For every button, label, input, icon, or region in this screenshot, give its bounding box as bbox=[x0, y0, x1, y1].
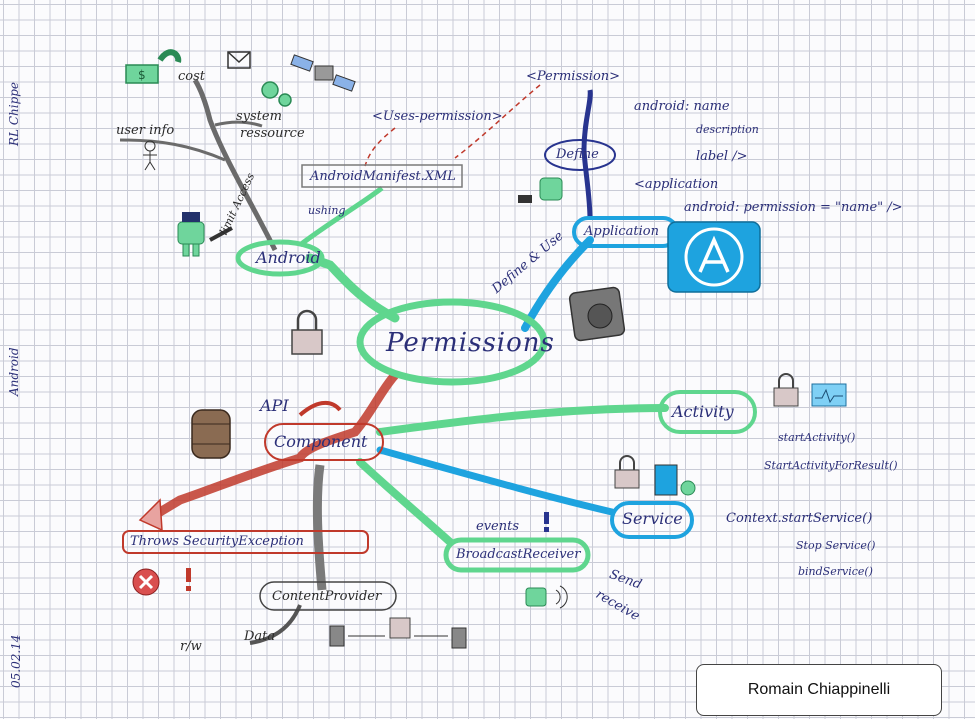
manifest-bubble bbox=[301, 164, 463, 188]
attr-description: description bbox=[696, 123, 759, 136]
green-branch-activity bbox=[376, 404, 669, 436]
start-service-label: Context.startService() bbox=[726, 511, 873, 526]
broadcast-bubble bbox=[443, 537, 591, 573]
attr-application: <application bbox=[634, 177, 719, 192]
green-branch-manifest bbox=[298, 186, 384, 247]
service-label: Service bbox=[622, 509, 683, 528]
margin-top-note: RL Chippe bbox=[7, 81, 21, 146]
api-label: API bbox=[260, 396, 289, 415]
gray-branch-content bbox=[312, 464, 327, 591]
satellite-icon bbox=[290, 54, 356, 92]
bind-service-label: bindService() bbox=[798, 565, 873, 578]
red-arrowhead bbox=[138, 498, 163, 532]
application-label: Application bbox=[584, 224, 659, 239]
blue-branch-service bbox=[376, 446, 616, 516]
events-exclamation-icon bbox=[544, 512, 549, 532]
battery-icon bbox=[654, 464, 696, 496]
gray-branch-system bbox=[214, 120, 263, 128]
user-icon bbox=[143, 140, 157, 171]
attr-permission: android: permission = "name" /> bbox=[684, 200, 903, 215]
define-label: Define bbox=[556, 147, 599, 162]
ushing-label: ushing bbox=[308, 204, 346, 217]
data-label: Data bbox=[244, 629, 276, 644]
broadcast-android-icon bbox=[525, 585, 568, 609]
green-branch-android bbox=[305, 253, 400, 323]
svg-text:$: $ bbox=[138, 68, 146, 82]
broadcast-label: BroadcastReceiver bbox=[456, 547, 581, 562]
attr-label: label /> bbox=[696, 149, 748, 164]
database-icon bbox=[329, 617, 467, 649]
dashed-arrow-permission bbox=[454, 84, 541, 159]
content-provider-label: ContentProvider bbox=[272, 589, 382, 604]
start-activity-label: startActivity() bbox=[778, 431, 856, 444]
ressource-label: ressource bbox=[240, 126, 305, 141]
envelope-icon bbox=[227, 51, 251, 69]
android-label: Android bbox=[256, 248, 321, 267]
error-icon bbox=[132, 568, 160, 596]
throws-label: Throws SecurityException bbox=[130, 534, 304, 549]
arrow-icon bbox=[157, 49, 182, 63]
margin-date: 05.02.14 bbox=[9, 634, 23, 688]
gray-branch-user-info bbox=[119, 138, 226, 162]
permissions-bubble bbox=[356, 298, 548, 386]
padlock-activity-icon bbox=[773, 373, 799, 407]
define-bubble bbox=[544, 139, 616, 171]
chart-icon bbox=[811, 383, 847, 407]
gray-branch-android bbox=[192, 78, 278, 252]
android-icon bbox=[518, 177, 563, 203]
red-branch-api bbox=[298, 400, 342, 417]
throws-bubble bbox=[122, 530, 369, 554]
attr-name: android: name bbox=[634, 99, 730, 114]
exclamation-icon bbox=[186, 568, 191, 591]
margin-middle-note: Android bbox=[7, 347, 21, 396]
app-store-icon bbox=[667, 221, 761, 293]
darkblue-branch-define bbox=[581, 89, 593, 221]
barrel-icon bbox=[191, 409, 231, 459]
dollar-bill-icon: $ bbox=[125, 64, 159, 84]
service-bubble bbox=[610, 501, 694, 539]
events-label: events bbox=[476, 519, 519, 534]
green-branch-broadcast bbox=[356, 458, 454, 546]
component-label: Component bbox=[274, 432, 368, 451]
dashed-arrow-uses bbox=[364, 127, 396, 167]
uses-permission-label: <Uses-permission> bbox=[372, 109, 503, 124]
padlock-icon bbox=[291, 309, 323, 355]
gears-icon bbox=[261, 81, 292, 107]
police-android-icon bbox=[177, 212, 233, 257]
red-branch bbox=[150, 370, 400, 520]
activity-label: Activity bbox=[672, 402, 734, 421]
padlock-service-icon bbox=[614, 455, 640, 489]
gray-branch-data bbox=[249, 604, 302, 645]
cost-label: cost bbox=[178, 69, 206, 84]
permission-tag-label: <Permission> bbox=[526, 69, 621, 84]
system-label: system bbox=[236, 109, 282, 124]
activity-bubble bbox=[658, 390, 757, 434]
component-bubble bbox=[264, 423, 384, 461]
stop-service-label: Stop Service() bbox=[796, 539, 876, 552]
vault-icon bbox=[568, 286, 626, 342]
permissions-label: Permissions bbox=[386, 328, 555, 358]
author-box: Romain Chiappinelli bbox=[696, 664, 942, 716]
start-activity-result-label: StartActivityForResult() bbox=[764, 459, 898, 472]
manifest-label: AndroidManifest.XML bbox=[310, 169, 456, 184]
android-bubble bbox=[235, 239, 325, 277]
content-provider-bubble bbox=[259, 581, 397, 611]
user-info-label: user info bbox=[116, 123, 175, 138]
rw-label: r/w bbox=[180, 639, 202, 654]
